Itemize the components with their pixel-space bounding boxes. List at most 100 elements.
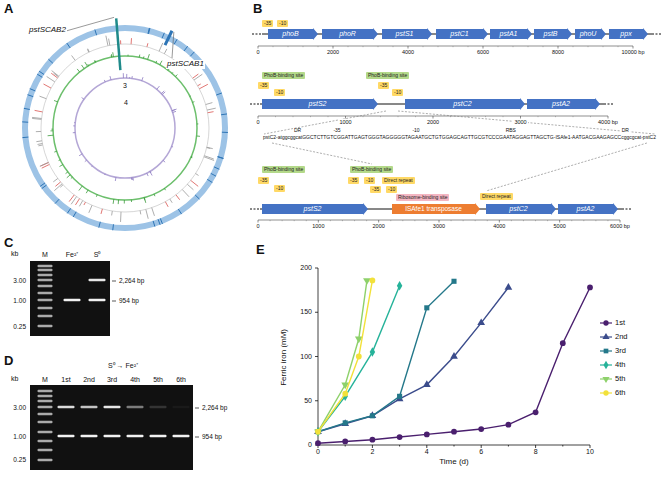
gc-spike (111, 55, 112, 57)
feature-tick (35, 110, 43, 112)
dna-band (81, 435, 98, 437)
legend-marker (603, 361, 608, 370)
feature-tick (176, 195, 180, 200)
gc-ring (53, 56, 197, 200)
sequence-element-tag: PhoB-binding site (350, 166, 393, 173)
gc-spike (144, 197, 146, 200)
dna-band (104, 406, 121, 408)
gene-arrow: ppx (609, 28, 648, 40)
legend-label: 1st (615, 318, 625, 327)
data-marker (478, 426, 484, 432)
feature-tick (47, 76, 55, 81)
gc-spike (67, 175, 71, 178)
dna-band (38, 431, 53, 433)
sequence-element-tag: -10 (364, 177, 375, 184)
gc-spike (131, 200, 132, 202)
feature-tick (32, 118, 41, 120)
backbone-end (604, 104, 614, 105)
gene-arrow: pstA2 (527, 98, 600, 110)
data-marker (450, 352, 458, 359)
gene-arrow-body (486, 203, 556, 215)
data-line (318, 280, 367, 431)
axis-tick-label: 1000 (338, 119, 352, 125)
scale-minor-tick (607, 220, 608, 221)
gene-arrow-body (268, 28, 318, 40)
element-name: PhoB-binding site (352, 166, 391, 172)
sequence-element-tag: -35 (258, 82, 269, 89)
feature-tick (53, 178, 58, 181)
scale-minor-tick (318, 46, 319, 47)
gene-name: pstA2 (527, 98, 595, 110)
feature-tick (207, 147, 213, 148)
data-marker (315, 440, 321, 446)
legend-entry: 6th (600, 388, 625, 398)
gene-arrow: pstS2 (262, 203, 368, 215)
gc-spike (191, 157, 192, 159)
gene-arrow-body (382, 28, 432, 40)
element-name: -35 (260, 82, 267, 88)
skew-spike (172, 110, 175, 111)
feature-tick (207, 147, 211, 149)
size-dash (112, 281, 116, 282)
scale-minor-tick (398, 116, 399, 117)
size-marker: 3.00 (12, 404, 27, 411)
unit-label: kb (10, 250, 19, 258)
gene-tick (184, 46, 188, 51)
gc-spike (113, 199, 115, 204)
skew-spike (142, 77, 143, 81)
scale-minor-tick (288, 46, 289, 47)
skew-spike (74, 122, 75, 123)
axis-tick-label: 4 (424, 448, 430, 456)
legend-entry: 3rd (600, 346, 626, 356)
gc-spike (66, 172, 68, 174)
skew-spike (82, 98, 84, 100)
gene-tick (153, 221, 155, 227)
scale-minor-tick (498, 46, 499, 47)
element-name: -10 (276, 89, 283, 95)
skew-spike (131, 76, 132, 78)
gc-spike (190, 95, 191, 97)
band-size: 2,264 bp (118, 277, 145, 284)
scale-minor-tick (393, 46, 394, 47)
sequence-element-tag: -35 (258, 177, 269, 184)
legend-label: 6th (615, 388, 625, 397)
dna-band (58, 406, 75, 408)
axis-tick-label: 4000 (401, 49, 415, 55)
gel-background (30, 261, 110, 336)
leader-line (264, 111, 386, 134)
scale-minor-tick (475, 220, 476, 221)
gene-tick (39, 71, 44, 74)
scale-minor-tick (535, 220, 536, 221)
dna-band (89, 279, 106, 281)
dna-band (81, 406, 98, 408)
axis-tick-label: 6000 bp (609, 223, 631, 229)
size-marker: 3.00 (12, 277, 27, 284)
data-marker (423, 380, 431, 387)
data-marker (477, 318, 485, 325)
gene-arrow-body (534, 28, 572, 40)
y-tick (315, 356, 318, 357)
backbone-end (652, 34, 662, 35)
data-marker (424, 305, 429, 310)
skew-spike (73, 125, 75, 126)
gene-arrow-body (527, 98, 600, 110)
size-marker: 0.25 (12, 323, 27, 330)
feature-tick (52, 71, 59, 77)
sequence-element-tag: Direct repeat (480, 193, 513, 200)
gc-spike (60, 165, 63, 167)
legend-entry: 1st (600, 318, 625, 328)
skew-spike (131, 178, 132, 181)
sequence-annotation: RBS (505, 128, 517, 134)
scale-minor-tick (485, 116, 486, 117)
gc-spike (86, 190, 88, 193)
sequence-annotation: DR (621, 128, 630, 134)
scale-minor-tick (538, 116, 539, 117)
gc-spike (197, 123, 198, 124)
skew-spike (79, 154, 82, 156)
gene-arrow-body (575, 28, 606, 40)
scale-minor-tick (294, 220, 295, 221)
gene-arrow-body (322, 28, 378, 40)
lane-label: 6th (175, 376, 187, 384)
size-dash (195, 437, 199, 438)
data-marker (315, 429, 321, 435)
